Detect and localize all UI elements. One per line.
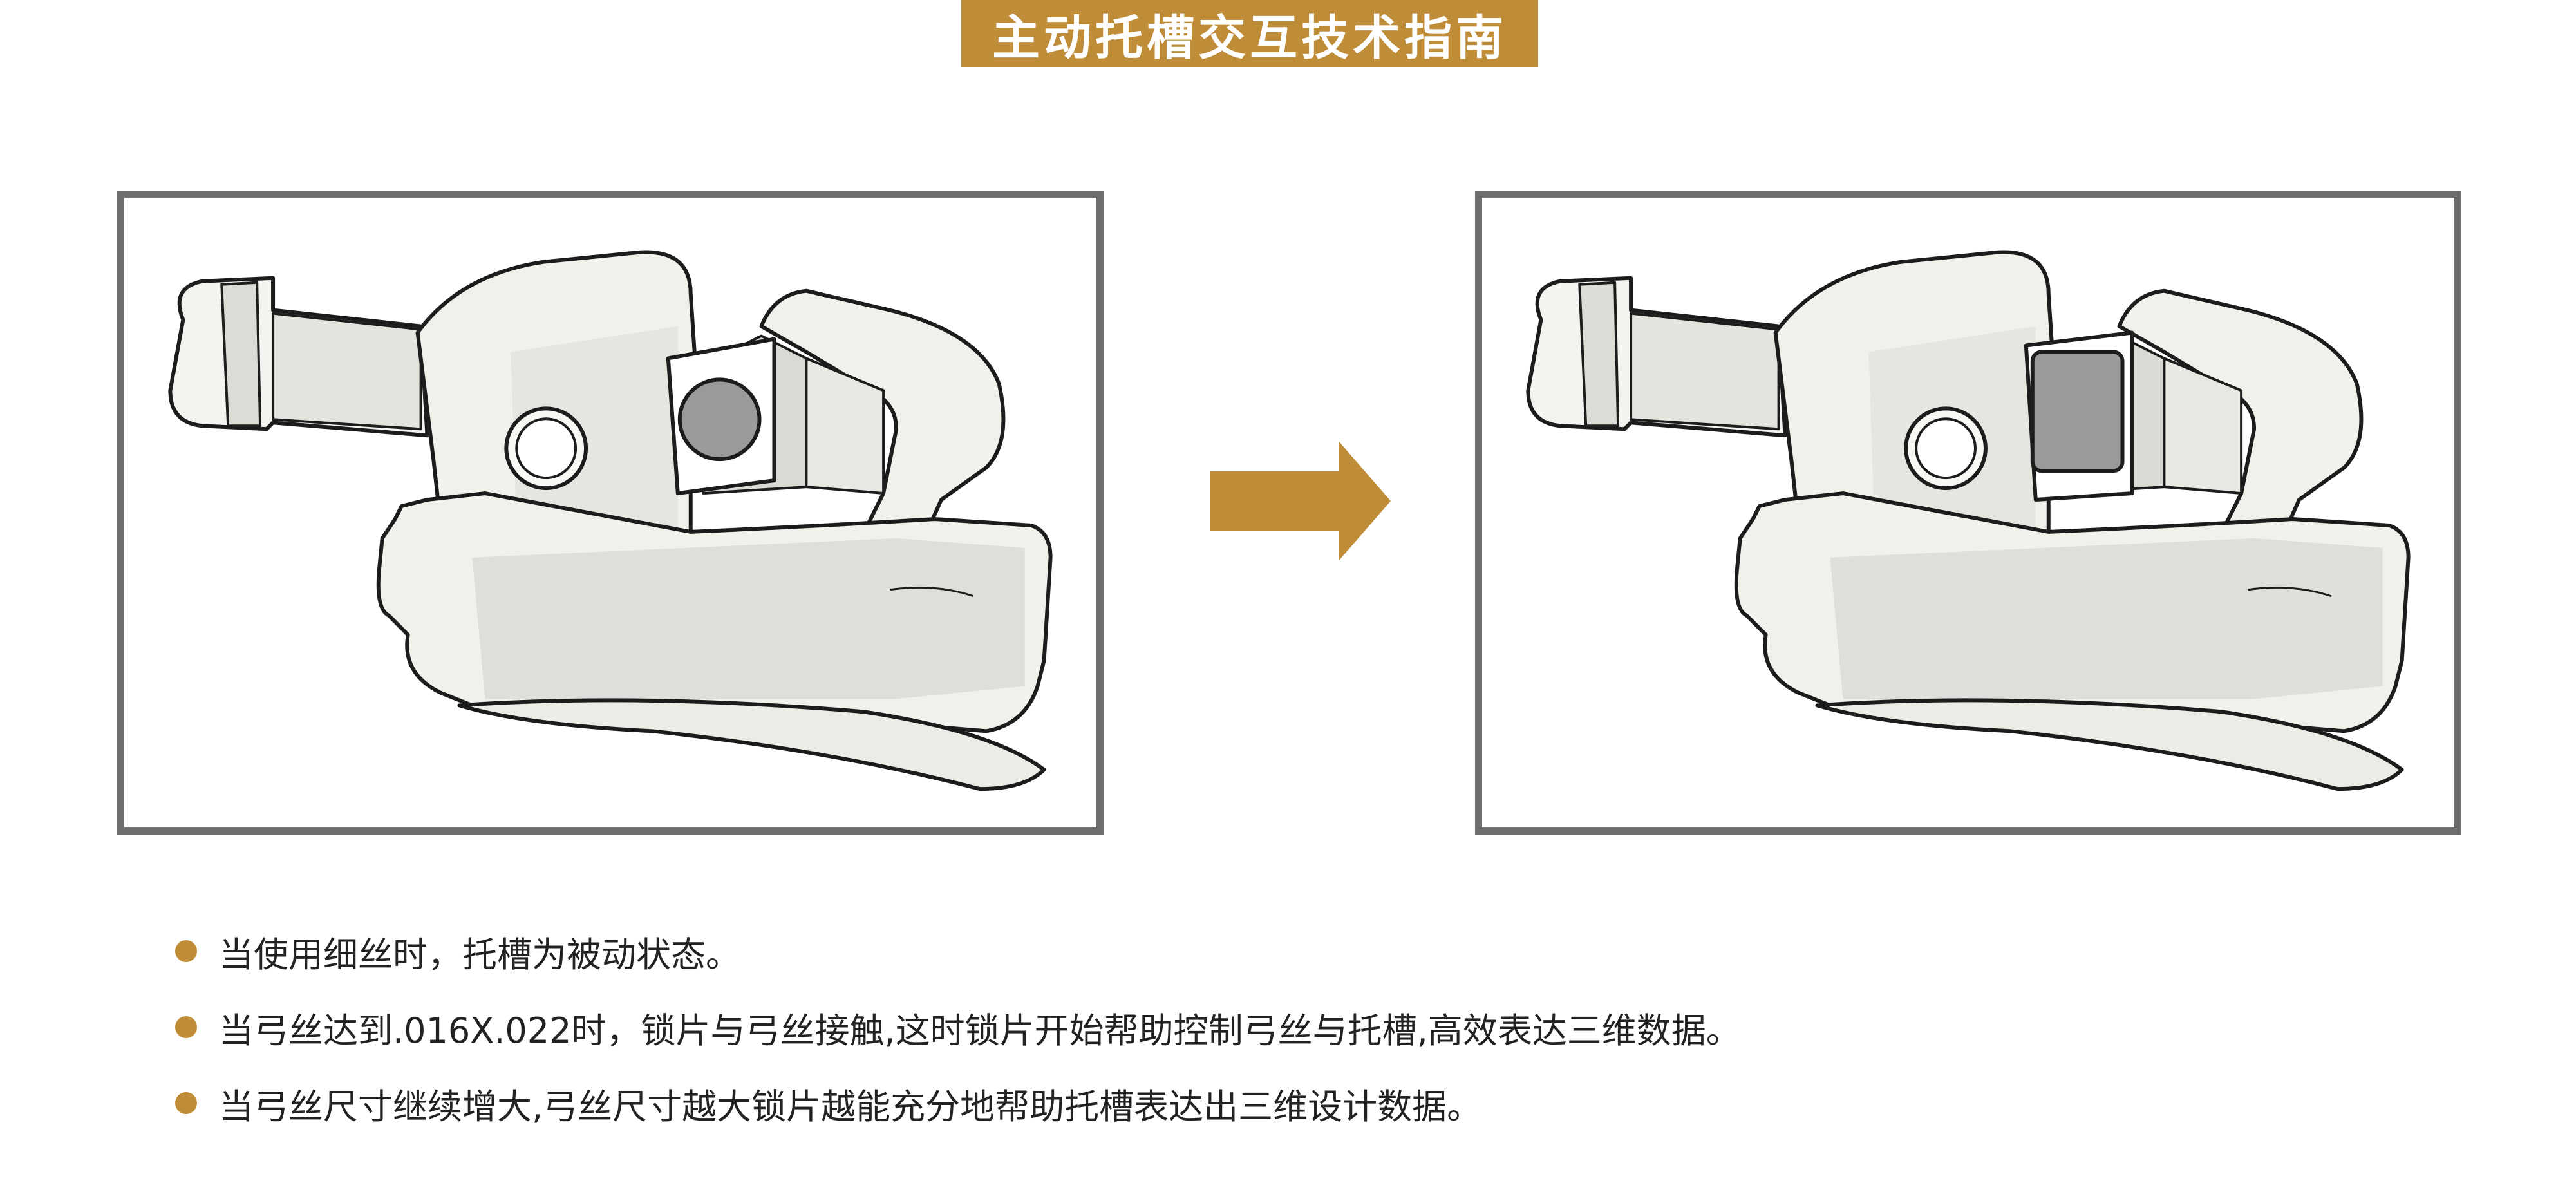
bracket-illustration-left [168,250,1053,791]
bracket-drawing [1526,250,2411,791]
figure-passive-bracket [117,191,1104,835]
bracket-illustration-right [1526,250,2411,791]
list-item: 当弓丝达到.016X.022时，锁片与弓丝接触,这时锁片开始帮助控制弓丝与托槽,… [175,989,2429,1065]
arrow-right-icon [1210,442,1391,560]
bullet-dot [175,1092,197,1114]
note-text: 当弓丝达到.016X.022时，锁片与弓丝接触,这时锁片开始帮助控制弓丝与托槽,… [219,1010,1741,1051]
page-title: 主动托槽交互技术指南 [992,10,1507,66]
bullet-dot [175,940,197,962]
bullet-dot [175,1016,197,1038]
note-text: 当使用细丝时，托槽为被动状态。 [219,934,740,975]
figure-active-bracket [1475,191,2461,835]
list-item: 当使用细丝时，托槽为被动状态。 [175,913,2429,989]
bracket-drawing [168,250,1053,791]
notes-list: 当使用细丝时，托槽为被动状态。 当弓丝达到.016X.022时，锁片与弓丝接触,… [175,913,2429,1141]
title-banner: 主动托槽交互技术指南 [961,0,1538,67]
note-text: 当弓丝尺寸继续增大,弓丝尺寸越大锁片越能充分地帮助托槽表达出三维设计数据。 [219,1086,1482,1127]
list-item: 当弓丝尺寸继续增大,弓丝尺寸越大锁片越能充分地帮助托槽表达出三维设计数据。 [175,1065,2429,1141]
